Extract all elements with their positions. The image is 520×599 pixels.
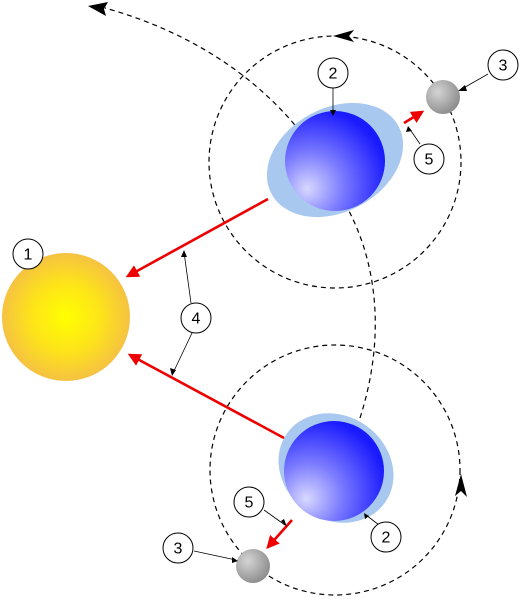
moon-bottom	[236, 549, 270, 583]
moon-top	[426, 80, 460, 114]
callout-force5-top-text: 5	[425, 152, 434, 169]
leader-force5-bottom-tip	[281, 519, 287, 527]
earth-bottom	[284, 421, 384, 521]
leader-moon-bottom-tip	[232, 557, 238, 563]
orbit-circle-top	[208, 35, 462, 289]
earth-bottom-group	[278, 413, 394, 523]
earth-top-group	[266, 102, 404, 218]
orbit-circle-bottom	[209, 344, 461, 596]
callout-force5-bottom-text: 5	[245, 495, 254, 512]
callout-sun-text: 1	[24, 247, 33, 264]
orbit-arrowhead-bottom	[455, 474, 467, 497]
gravity-arrow-top-sun	[125, 197, 269, 278]
leader-tide-lower-tip	[170, 368, 176, 376]
leader-force5-bottom	[263, 509, 286, 526]
leader-force5-top-tip	[406, 126, 412, 132]
gravity-arrow-bottom-sun	[127, 353, 285, 440]
callout-earth-top-text: 2	[329, 66, 338, 83]
callout-sun: 1	[12, 238, 44, 270]
callout-force5-top: 5	[413, 143, 445, 175]
callout-tide: 4	[180, 302, 212, 334]
sun	[2, 253, 130, 381]
leader-tide-upper	[183, 251, 192, 304]
callout-earth-top: 2	[317, 57, 349, 89]
leader-earth-bottom-tip	[364, 513, 369, 519]
callout-moon-bottom-text: 3	[174, 541, 183, 558]
callout-earth-bottom-text: 2	[382, 530, 391, 547]
earth-top	[285, 111, 385, 211]
leader-moon-top-tip	[458, 85, 467, 91]
leader-tide-lower	[172, 332, 193, 374]
gravity-arrow-top-moon	[403, 110, 425, 125]
leader-moon-bottom	[193, 550, 237, 561]
leader-tide-upper-tip	[181, 250, 187, 257]
gravity-arrow-bottom-moon	[266, 519, 293, 549]
callout-tide-text: 4	[192, 311, 201, 328]
callout-force5-bottom: 5	[233, 486, 265, 518]
callout-moon-top: 3	[487, 49, 519, 81]
leader-earth-top-tip	[330, 110, 336, 116]
callout-moon-top-text: 3	[499, 58, 508, 75]
leader-earth-bottom	[365, 514, 380, 526]
callout-moon-bottom: 3	[162, 532, 194, 564]
earth-orbit-arrowhead	[88, 2, 108, 16]
callout-earth-bottom: 2	[370, 521, 402, 553]
orbit-arrowhead-top	[333, 30, 354, 42]
